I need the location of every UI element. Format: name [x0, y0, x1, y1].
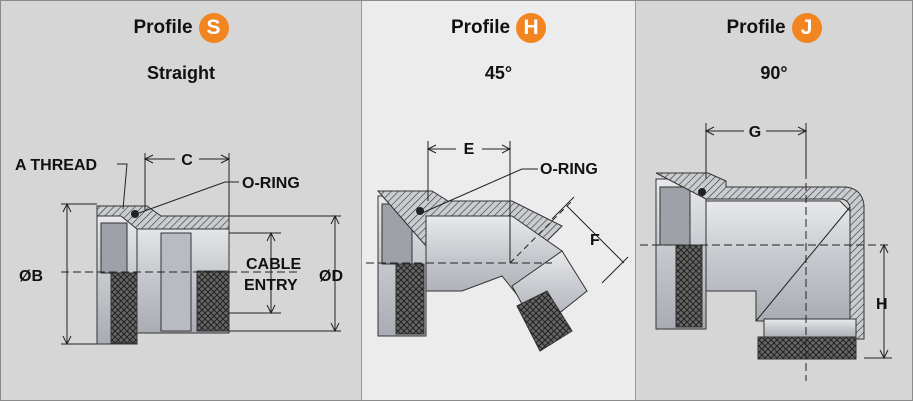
thread-leader: [117, 163, 128, 210]
panel-profile-s: Profile S Straight: [1, 1, 362, 400]
panel-profile-h: Profile H 45°: [362, 1, 636, 400]
straight-connector-drawing: A THREAD C O-RING ØB CABLE ENTRY ØD: [15, 152, 343, 346]
label-h: H: [876, 296, 888, 313]
dimension-e: [426, 141, 512, 263]
dimension-cable-entry: [229, 231, 281, 315]
label-o-ring: O-RING: [242, 175, 300, 192]
oring-leader: [138, 181, 239, 214]
profile-label: Profile: [133, 17, 193, 38]
label-entry: ENTRY: [244, 277, 298, 294]
label-g: G: [749, 124, 761, 141]
profile-subtitle: Straight: [146, 63, 215, 83]
angled-90-connector-body: [655, 172, 865, 360]
profile-label: Profile: [450, 17, 511, 38]
straight-connector-body: [96, 205, 230, 345]
angled-90-connector-drawing: G H: [640, 123, 892, 381]
label-cable: CABLE: [246, 256, 301, 273]
panel-header: Profile J: [636, 13, 912, 43]
label-e: E: [464, 141, 475, 158]
profile-subtitle: 90°: [760, 63, 788, 83]
angle-centerline: [509, 200, 573, 264]
dimension-b: [61, 202, 97, 346]
profile-subtitle: 45°: [484, 63, 513, 83]
angled-45-connector-body: [376, 190, 588, 352]
dimension-d: [229, 214, 341, 333]
panel-profile-j: Profile J 90°: [636, 1, 912, 400]
label-f: F: [590, 232, 600, 249]
label-a-thread: A THREAD: [15, 157, 97, 174]
label-o-ring: O-RING: [540, 161, 598, 178]
dimension-h: [864, 243, 892, 360]
dimension-f: [551, 196, 629, 284]
profile-badge-h: H: [516, 13, 547, 43]
oring-leader: [421, 168, 538, 214]
profile-badge-s: S: [198, 13, 229, 43]
label-d: ØD: [319, 268, 343, 285]
profile-badge-j: J: [791, 13, 822, 43]
dimension-c: [143, 153, 231, 216]
label-c: C: [181, 152, 193, 169]
dimension-g: [704, 123, 808, 179]
profile-label: Profile: [726, 17, 786, 38]
panel-header: Profile H: [362, 13, 635, 43]
label-b: ØB: [19, 268, 43, 285]
panel-header: Profile S: [1, 13, 361, 43]
angled-45-connector-drawing: E O-RING F: [366, 141, 629, 352]
